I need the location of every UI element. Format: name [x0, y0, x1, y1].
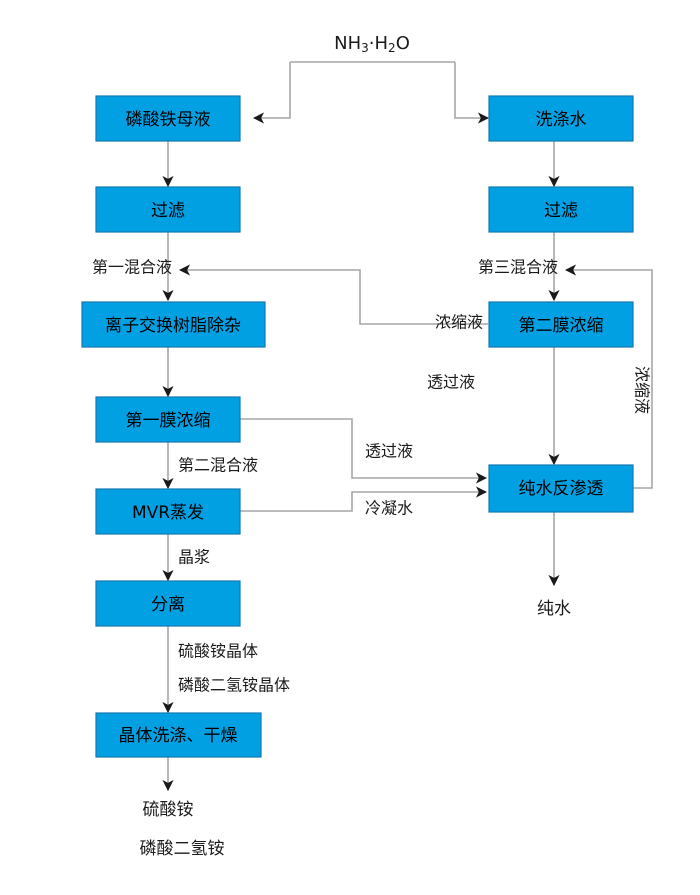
title-nh3h2o: NH3·H2O	[334, 33, 410, 55]
edge-label-ammonium-sulfate-crystals: 硫酸铵晶体	[178, 642, 258, 661]
node-membrane2-box[interactable]	[488, 301, 634, 348]
node-membrane1-label: 第一膜浓缩	[126, 411, 211, 431]
title-part-b: O	[396, 33, 410, 54]
node-separation-box[interactable]	[95, 580, 241, 627]
node-filter-right-label: 过滤	[544, 201, 578, 221]
node-filter-left[interactable]: 过滤	[95, 186, 241, 233]
node-mother-liquor-label: 磷酸铁母液	[126, 110, 211, 130]
node-mvr-evaporation-box[interactable]	[95, 488, 241, 535]
node-crystal-wash-dry-label: 晶体洗涤、干燥	[119, 726, 238, 746]
node-wash-water-box[interactable]	[488, 95, 634, 142]
edge-condensate-mvr-to-ro	[240, 486, 488, 512]
title-part-a: NH	[334, 33, 361, 54]
title-part-mid: ·H	[369, 33, 388, 54]
node-ro-pure-water-label: 纯水反渗透	[519, 479, 604, 499]
edge-label-crystal-slurry: 晶浆	[178, 548, 210, 567]
edge-label-condensate: 冷凝水	[365, 499, 413, 518]
title-sub-3: 3	[361, 41, 369, 55]
edge-nh3-to-mother-liquor	[252, 62, 291, 124]
edge-label-permeate-membrane1: 透过液	[365, 442, 413, 461]
node-separation-label: 分离	[151, 595, 185, 615]
output-label-map: 磷酸二氢铵	[140, 839, 225, 859]
edge-concentrate-to-first-mixed	[178, 264, 488, 325]
node-filter-right[interactable]: 过滤	[488, 186, 634, 233]
node-ro-pure-water[interactable]: 纯水反渗透	[488, 464, 634, 513]
title-sub-2: 2	[388, 41, 396, 55]
node-membrane2[interactable]: 第二膜浓缩	[488, 301, 634, 348]
node-filter-left-box[interactable]	[95, 186, 241, 233]
edge-label-second-mixed: 第二混合液	[178, 456, 258, 475]
node-crystal-wash-dry-box[interactable]	[95, 712, 262, 758]
output-label-ammonium-sulfate: 硫酸铵	[143, 800, 194, 820]
node-ion-exchange[interactable]: 离子交换树脂除杂	[81, 301, 266, 348]
edge-ro-concentrate-to-third-mixed	[564, 264, 653, 489]
node-membrane2-label: 第二膜浓缩	[519, 316, 604, 336]
edge-label-first-mixed: 第一混合液	[92, 258, 172, 277]
edge-label-permeate-membrane2: 透过液	[427, 373, 475, 392]
edge-label-third-mixed: 第三混合液	[478, 258, 558, 277]
node-mother-liquor[interactable]: 磷酸铁母液	[95, 95, 241, 142]
node-ion-exchange-box[interactable]	[81, 301, 266, 348]
edge-nh3-to-wash-water	[454, 62, 490, 124]
edge-label-map-crystals: 磷酸二氢铵晶体	[178, 676, 290, 695]
node-crystal-wash-dry[interactable]: 晶体洗涤、干燥	[95, 712, 262, 758]
node-mvr-evaporation[interactable]: MVR蒸发	[95, 488, 241, 535]
node-membrane1-box[interactable]	[95, 396, 241, 443]
node-mvr-evaporation-label: MVR蒸发	[132, 503, 204, 523]
edge-label-concentrate-membrane2: 浓缩液	[435, 313, 483, 332]
node-filter-right-box[interactable]	[488, 186, 634, 233]
node-ion-exchange-label: 离子交换树脂除杂	[105, 316, 241, 336]
output-label-pure-water: 纯水	[537, 599, 571, 619]
node-membrane1[interactable]: 第一膜浓缩	[95, 396, 241, 443]
node-wash-water[interactable]: 洗涤水	[488, 95, 634, 142]
edge-permeate-membrane1-to-ro	[240, 418, 488, 484]
edge-label-concentrate-ro: 浓缩液	[633, 366, 652, 414]
node-wash-water-label: 洗涤水	[536, 110, 587, 130]
node-mother-liquor-box[interactable]	[95, 95, 241, 142]
node-separation[interactable]: 分离	[95, 580, 241, 627]
node-ro-pure-water-box[interactable]	[488, 464, 634, 513]
node-filter-left-label: 过滤	[151, 201, 185, 221]
